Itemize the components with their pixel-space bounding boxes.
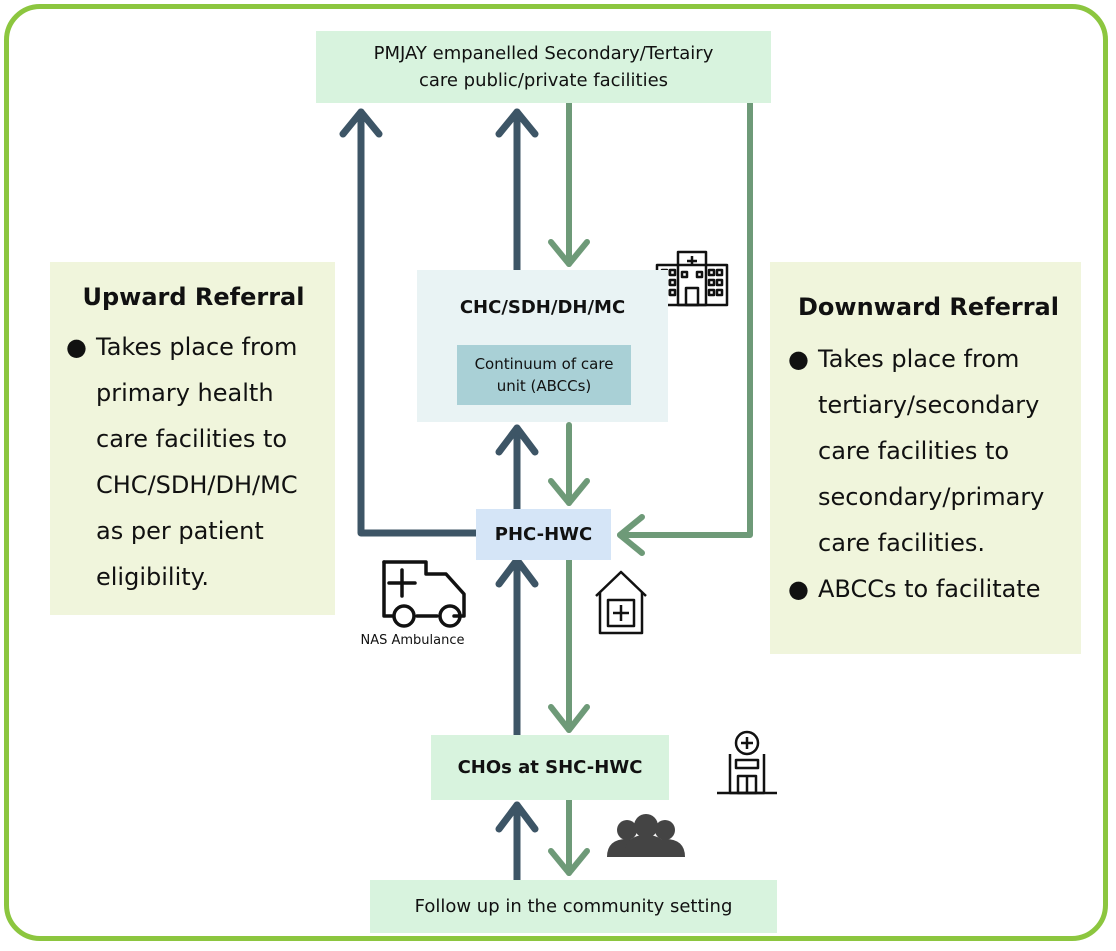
people-group-icon <box>607 814 685 857</box>
upward-arrow-community-to-cho <box>495 801 539 884</box>
top-facility-box: PMJAY empanelled Secondary/Tertairy care… <box>316 31 771 103</box>
clinic-house-icon <box>595 570 647 635</box>
bullet-dot: ● <box>788 345 809 373</box>
cho-shc-box: CHOs at SHC-HWC <box>431 735 669 800</box>
upward-arrow-cho-to-phc <box>495 556 539 739</box>
top-facility-line-1: PMJAY empanelled Secondary/Tertairy <box>373 43 714 64</box>
upward-referral-list: ● Takes place from primary health care f… <box>62 324 325 600</box>
upward-referral-panel: Upward Referral ● Takes place from prima… <box>50 262 335 615</box>
upward-referral-title: Upward Referral <box>82 283 305 311</box>
upward-line-2: primary health <box>96 379 274 407</box>
health-center-icon <box>717 730 777 795</box>
downward-referral-title: Downward Referral <box>798 293 1059 321</box>
upward-line-5: as per patient <box>96 517 264 545</box>
downward-bullet-2-text: ABCCs to facilitate <box>818 575 1041 603</box>
top-facility-line-2: care public/private facilities <box>418 70 669 91</box>
community-follow-up-label: Follow up in the community setting <box>414 896 733 917</box>
cho-shc-label: CHOs at SHC-HWC <box>457 757 643 778</box>
upward-arrow-chc-to-top <box>495 108 539 274</box>
upward-line-6: eligibility. <box>96 563 210 591</box>
abcc-unit-line-1: Continuum of care <box>474 355 614 373</box>
downward-line-2: tertiary/secondary <box>818 391 1040 419</box>
abcc-unit-box: Continuum of care unit (ABCCs) <box>457 345 631 405</box>
upward-line-3: care facilities to <box>96 425 288 453</box>
diagram-frame <box>4 4 1108 941</box>
bullet-dot: ● <box>788 575 809 603</box>
chc-title: CHC/SDH/DH/MC <box>459 297 626 318</box>
phc-hwc-box: PHC-HWC <box>476 509 611 560</box>
abcc-unit-line-2: unit (ABCCs) <box>496 377 592 395</box>
upward-line-4: CHC/SDH/DH/MC <box>96 471 298 499</box>
bullet-dot: ● <box>66 333 87 361</box>
downward-line-5: care facilities. <box>818 529 985 557</box>
downward-bullet-1: ● Takes place from tertiary/secondary ca… <box>784 336 1073 566</box>
ambulance-icon <box>382 560 466 628</box>
chc-box: CHC/SDH/DH/MC Continuum of care unit (AB… <box>417 270 668 422</box>
phc-hwc-label: PHC-HWC <box>494 524 593 545</box>
downward-arrow-phc-to-cho <box>548 557 590 733</box>
upward-line-1: Takes place from <box>96 333 298 361</box>
community-follow-up-box: Follow up in the community setting <box>370 880 777 933</box>
downward-bullet-2: ● ABCCs to facilitate <box>784 566 1073 612</box>
downward-line-1: Takes place from <box>818 345 1020 373</box>
upward-arrow-phc-to-top-left <box>339 108 481 537</box>
downward-arrow-cho-to-community <box>548 797 590 876</box>
downward-arrow-top-to-phc-right <box>617 100 753 556</box>
downward-line-4: secondary/primary <box>818 483 1045 511</box>
ambulance-label: NAS Ambulance <box>360 633 465 648</box>
upward-arrow-phc-to-chc <box>495 424 539 513</box>
downward-line-3: care facilities to <box>818 437 1010 465</box>
downward-arrow-top-to-chc <box>548 100 590 267</box>
downward-referral-list: ● Takes place from tertiary/secondary ca… <box>784 336 1073 612</box>
downward-referral-panel: Downward Referral ● Takes place from ter… <box>770 262 1081 654</box>
downward-arrow-chc-to-phc <box>548 422 590 506</box>
upward-bullet: ● Takes place from primary health care f… <box>62 324 325 600</box>
